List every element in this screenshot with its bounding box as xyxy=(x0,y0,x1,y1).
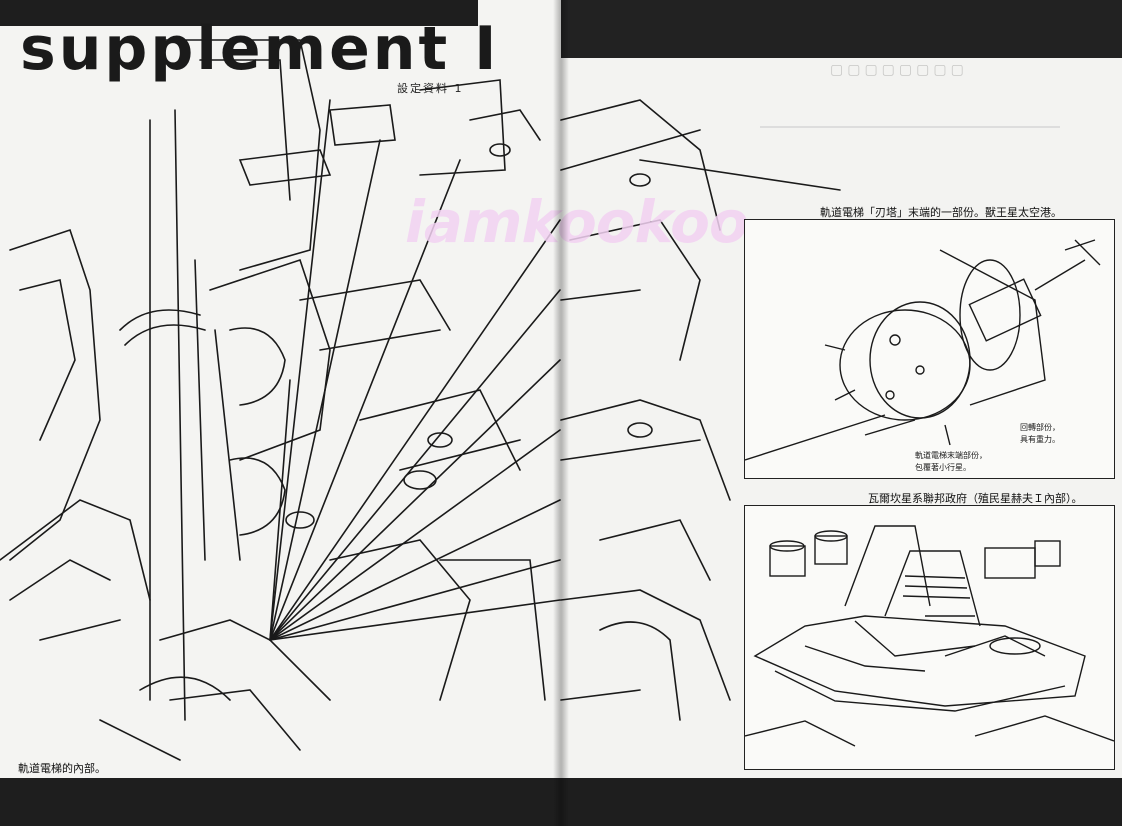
bottom-band xyxy=(0,778,1122,826)
spaceport-illustration: 回轉部份， 具有重力。 軌道電梯末端部份， 包覆著小行星。 xyxy=(745,239,1101,472)
page-title: supplement I xyxy=(20,14,500,84)
book-gutter xyxy=(553,0,569,826)
federal-government-illustration-panel xyxy=(744,505,1115,770)
left-page xyxy=(0,0,561,826)
federal-government-illustration xyxy=(745,525,1114,747)
annotation-note: 具有重力。 xyxy=(1020,434,1060,444)
bleed-through-line xyxy=(760,126,1060,128)
bleed-through-text: ▢▢▢▢▢▢▢▢ xyxy=(830,62,968,78)
title-band xyxy=(0,0,478,26)
annotation-note: 軌道電梯末端部份， xyxy=(915,450,987,460)
page-subtitle: 設定資料 1 xyxy=(397,82,464,95)
caption-left-page: 軌道電梯的內部。 xyxy=(18,762,106,775)
caption-top-right-panel: 軌道電梯「刃塔」末端的一部份。獸王星太空港。 xyxy=(820,206,1062,219)
title-block xyxy=(0,0,478,84)
spaceport-illustration-panel: 回轉部份， 具有重力。 軌道電梯末端部份， 包覆著小行星。 xyxy=(744,219,1115,479)
right-top-band xyxy=(561,0,1122,58)
watermark-text: iamkookoo xyxy=(405,188,749,256)
caption-bottom-right-panel: 瓦爾坎星系聯邦政府（殖民星赫夫Ｉ內部）。 xyxy=(868,492,1083,505)
annotation-note: 包覆著小行星。 xyxy=(915,462,971,472)
annotation-note: 回轉部份， xyxy=(1020,422,1060,432)
